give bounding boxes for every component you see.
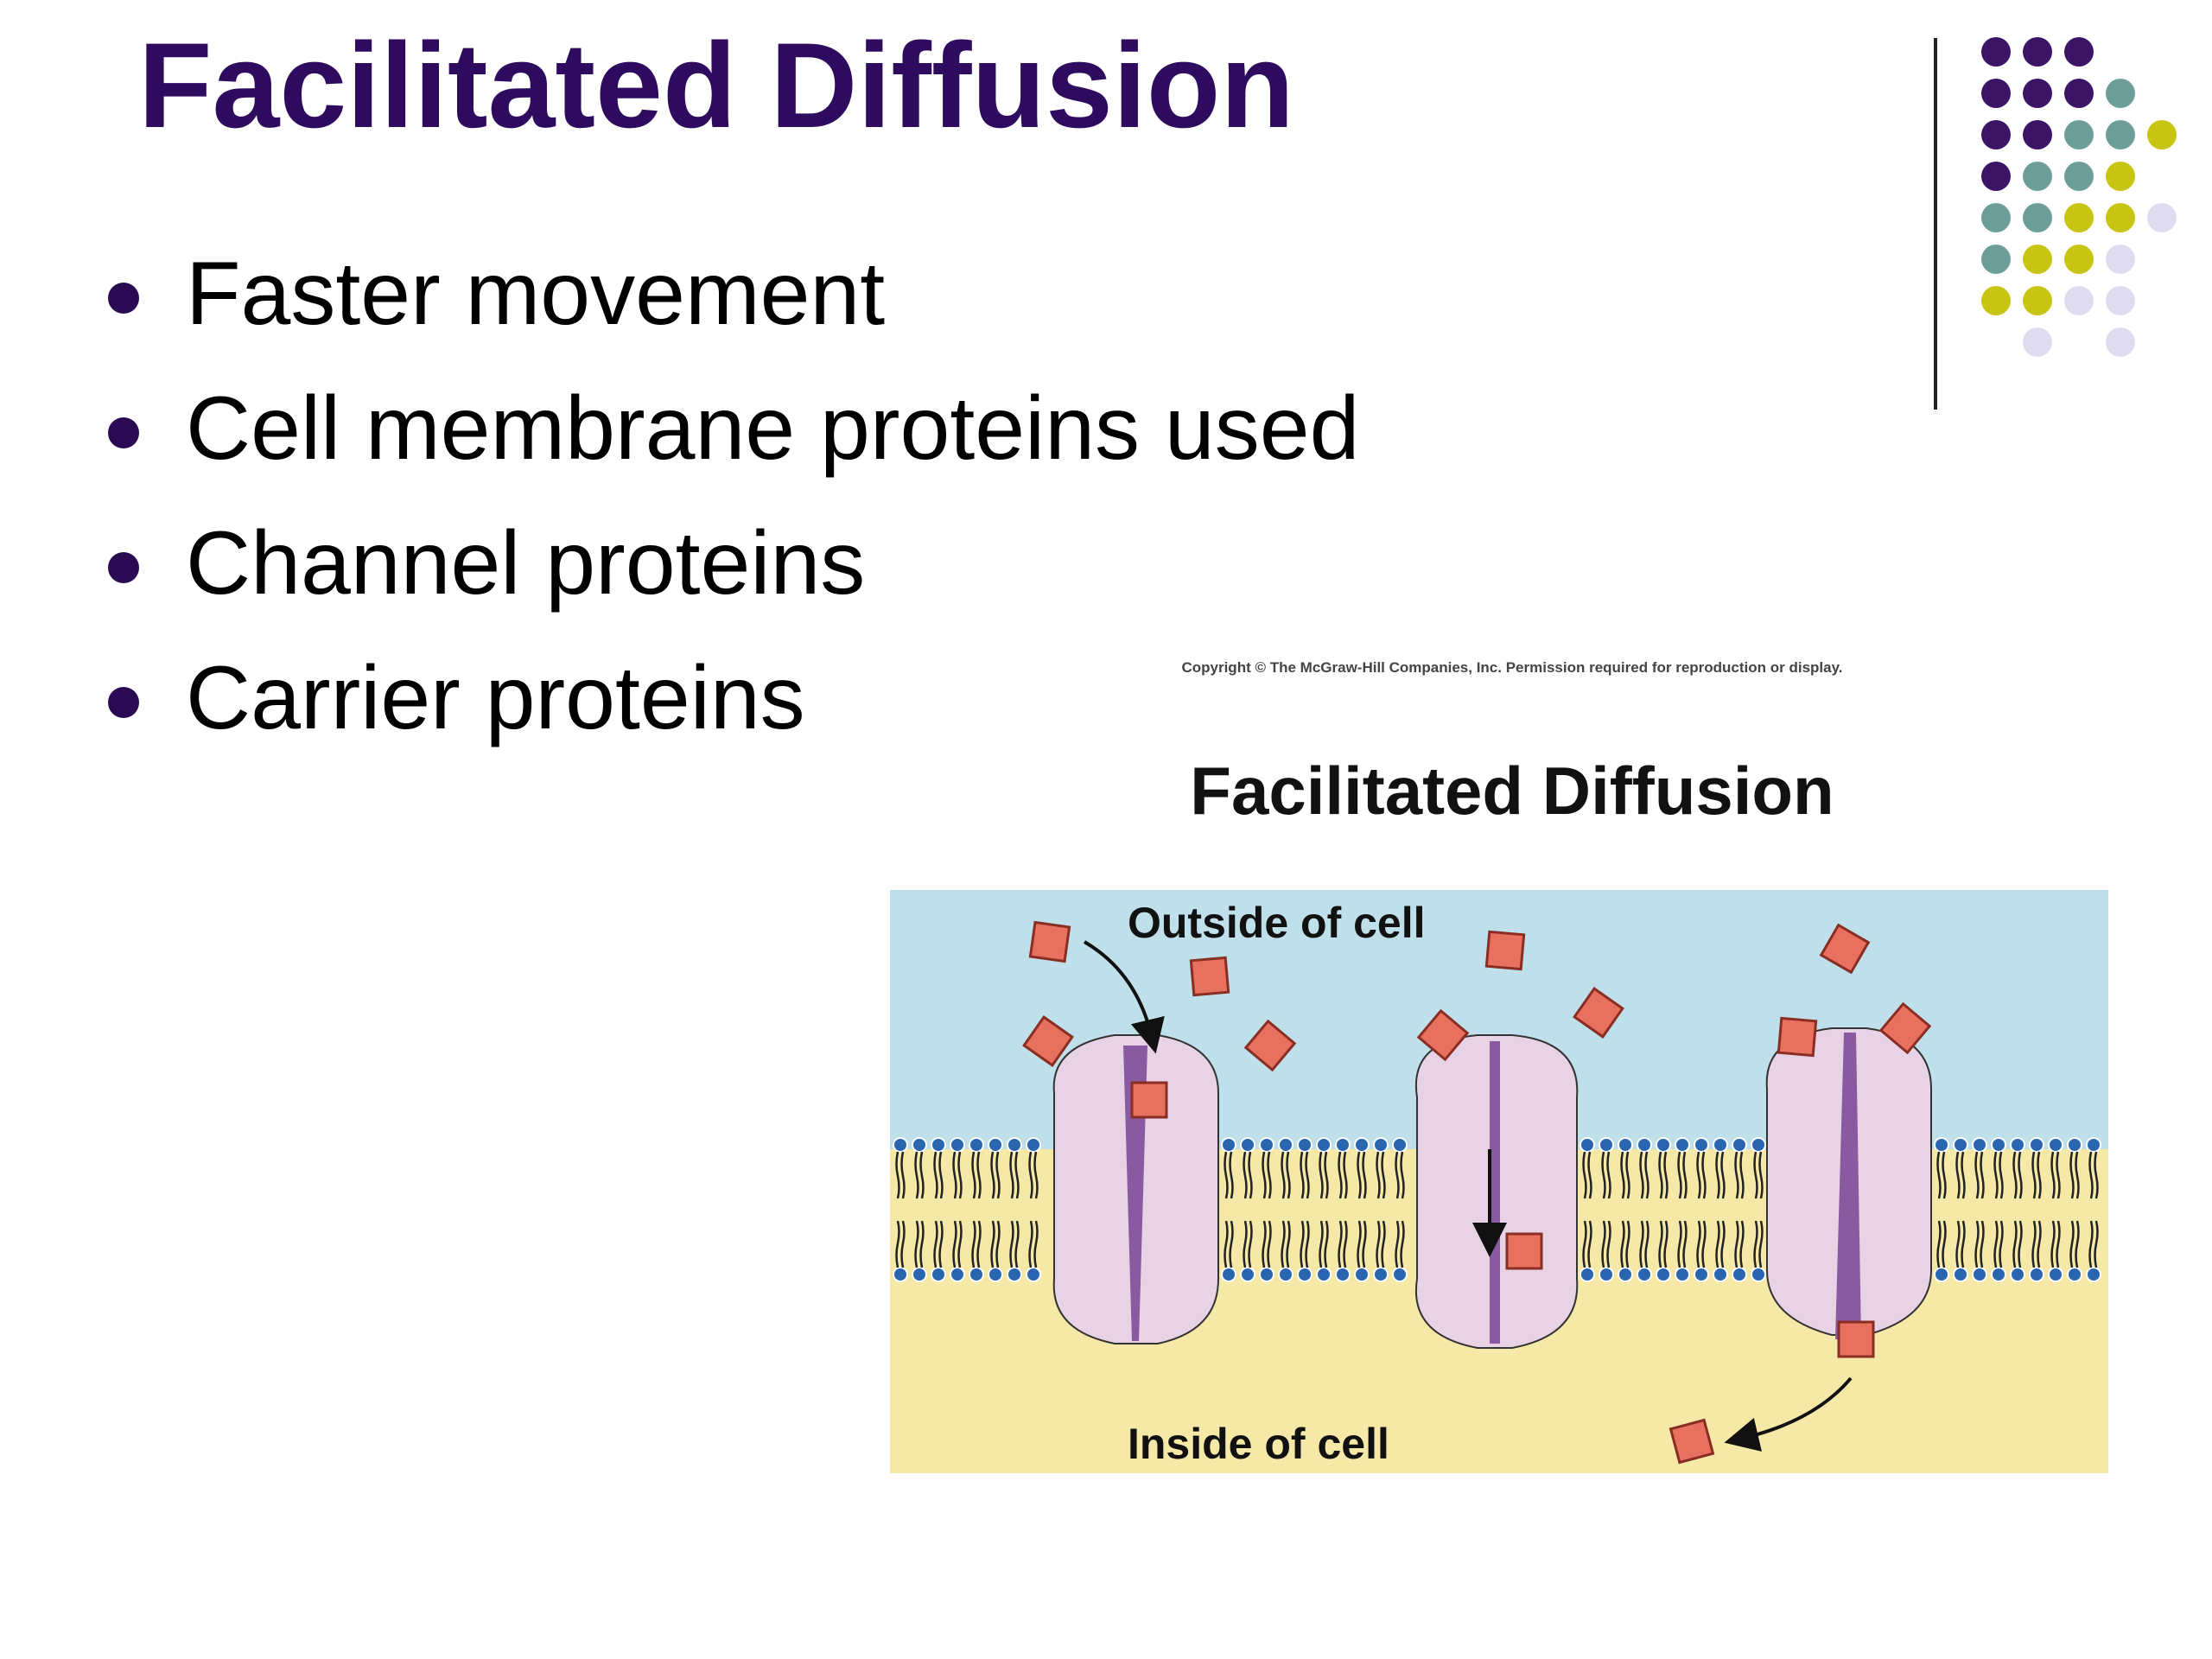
solute-molecule: [1878, 1001, 1932, 1055]
decorative-dot: [2064, 120, 2094, 149]
solute-molecule: [1130, 1081, 1168, 1119]
solute-molecule: [1573, 987, 1624, 1039]
decorative-dot: [2106, 162, 2135, 191]
decorative-dot: [2023, 286, 2052, 315]
slide-title: Facilitated Diffusion: [138, 17, 1294, 153]
solute-molecule: [1837, 1320, 1875, 1358]
decorative-dot: [2106, 120, 2135, 149]
bullet-item: Cell membrane proteins used: [104, 370, 1359, 505]
bullet-item: Faster movement: [104, 235, 1359, 370]
figure-title: Facilitated Diffusion: [1190, 753, 1834, 829]
decorative-dot: [2023, 162, 2052, 191]
decorative-dot: [1981, 120, 2011, 149]
bullet-item: Channel proteins: [104, 505, 1359, 639]
carrier-protein-open-outside: [1052, 1034, 1219, 1344]
decorative-dot: [2064, 245, 2094, 274]
solute-molecule: [1022, 1015, 1074, 1067]
solute-molecule: [1819, 923, 1871, 975]
bullet-icon: [108, 687, 139, 718]
bullet-list: Faster movement Cell membrane proteins u…: [104, 235, 1359, 774]
decorative-dot: [2023, 245, 2052, 274]
figure-copyright: Copyright © The McGraw-Hill Companies, I…: [1181, 659, 1843, 676]
decorative-dot: [2147, 203, 2177, 232]
decorative-dot-grid: [1981, 37, 2177, 357]
decorative-dot: [1981, 37, 2011, 67]
bullet-icon: [108, 417, 139, 448]
decorative-dot: [1981, 162, 2011, 191]
solute-molecule: [1669, 1418, 1715, 1465]
outside-of-cell-label: Outside of cell: [1128, 899, 1426, 947]
decorative-dot: [2023, 203, 2052, 232]
decorative-dot: [2106, 327, 2135, 357]
bullet-item: Carrier proteins: [104, 639, 1359, 774]
arrow-entering-icon: [1083, 940, 1165, 1054]
carrier-protein-open-inside: [1765, 1027, 1932, 1339]
decorative-dot: [2064, 79, 2094, 108]
decorative-dot: [2023, 327, 2052, 357]
decorative-dot: [2106, 286, 2135, 315]
decorative-dot: [1981, 79, 2011, 108]
decorative-dot: [1981, 203, 2011, 232]
solute-molecule: [1777, 1016, 1818, 1058]
bullet-text: Cell membrane proteins used: [186, 378, 1360, 479]
inside-of-cell-label: Inside of cell: [1128, 1420, 1389, 1468]
solute-molecule: [1416, 1008, 1470, 1062]
decorative-dot: [2106, 245, 2135, 274]
solute-molecule: [1189, 956, 1230, 997]
decorative-dot: [1981, 286, 2011, 315]
decorative-dot: [1981, 245, 2011, 274]
decorative-dot: [2023, 37, 2052, 67]
decorative-dot: [2064, 203, 2094, 232]
decorative-dot: [2106, 203, 2135, 232]
carrier-protein-closed: [1414, 1034, 1579, 1349]
decorative-dot: [2147, 120, 2177, 149]
decorative-dot: [2064, 162, 2094, 191]
solute-molecules: [1022, 920, 1932, 1465]
solute-molecule: [1484, 930, 1526, 971]
decorative-dot: [2064, 286, 2094, 315]
decorative-dot: [2023, 79, 2052, 108]
bullet-text: Carrier proteins: [186, 648, 805, 748]
decorative-divider: [1934, 38, 1937, 410]
bullet-text: Faster movement: [186, 244, 886, 344]
arrow-exiting-icon: [1724, 1376, 1853, 1452]
decorative-dot: [2064, 37, 2094, 67]
decorative-dot: [2023, 120, 2052, 149]
solute-molecule: [1505, 1232, 1543, 1270]
bullet-icon: [108, 552, 139, 583]
decorative-dot: [2106, 79, 2135, 108]
solute-molecule: [1028, 920, 1071, 963]
facilitated-diffusion-diagram: Outside of cell Inside of cell: [890, 890, 2108, 1473]
bullet-text: Channel proteins: [186, 513, 866, 613]
solute-molecule: [1243, 1019, 1297, 1072]
bullet-icon: [108, 283, 139, 314]
